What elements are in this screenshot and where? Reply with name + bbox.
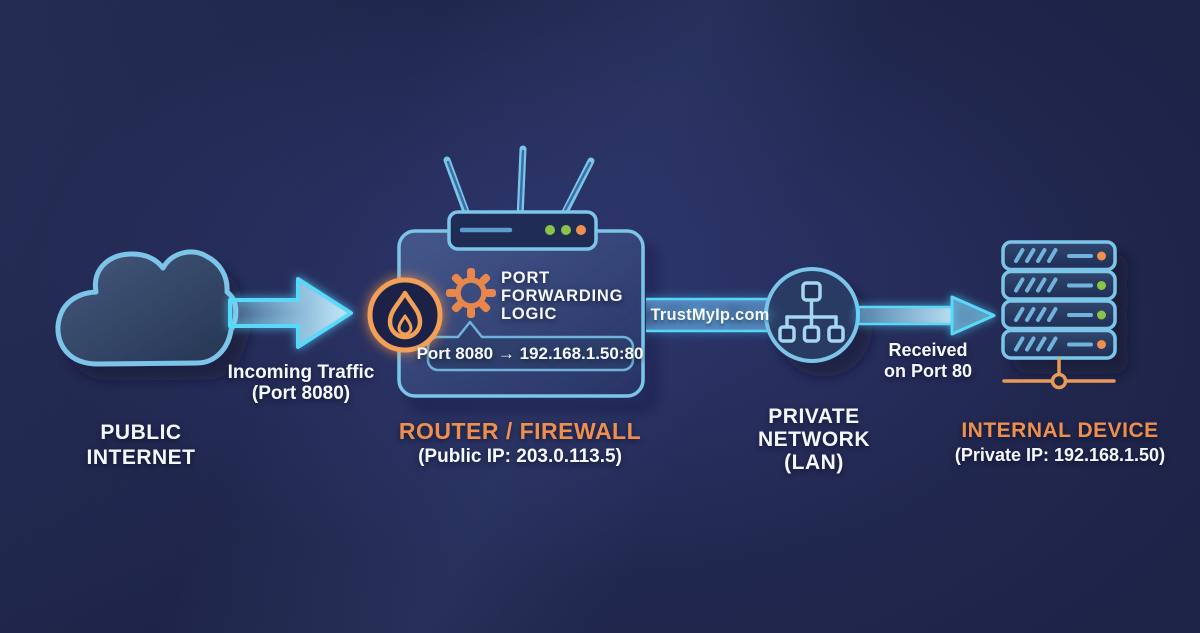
- internal-device-title: INTERNAL DEVICE: [961, 419, 1159, 442]
- router-public-ip: (Public IP: 203.0.113.5): [418, 446, 622, 467]
- server-bay: [1001, 269, 1117, 301]
- led-dot: [1097, 281, 1106, 290]
- cloud-icon: [55, 249, 239, 367]
- arrow-right-icon: [228, 277, 353, 349]
- router-firewall-title: ROUTER / FIREWALL: [398, 418, 642, 444]
- gear-icon: [446, 268, 496, 318]
- antenna-icon: [443, 145, 595, 224]
- led-dot: [561, 225, 571, 235]
- watermark-text: TrustMyIp.com: [650, 306, 770, 324]
- server-bay: [1001, 240, 1117, 272]
- server-stack-icon: [1001, 240, 1117, 360]
- port-mapping-text: Port 8080 → 192.168.1.50:80: [416, 344, 644, 363]
- port-forwarding-logic-label: PORT FORWARDING LOGIC: [501, 269, 624, 323]
- watermark-beam: [646, 297, 772, 333]
- cable-node-icon: [1002, 358, 1116, 390]
- server-bay: [1001, 299, 1117, 331]
- incoming-traffic-label: Incoming Traffic (Port 8080): [227, 362, 375, 404]
- led-dot: [1097, 310, 1106, 320]
- received-on-port-label: Received on Port 80: [883, 340, 973, 381]
- flame-icon: [367, 277, 443, 353]
- lan-tree-icon: [764, 267, 860, 363]
- led-dot: [1097, 340, 1106, 349]
- received-arrow-icon: [856, 295, 996, 336]
- led-dot: [1097, 251, 1106, 261]
- led-dot: [576, 225, 586, 235]
- public-internet-label: PUBLIC INTERNET: [86, 421, 196, 469]
- speech-bubble: [426, 320, 635, 372]
- server-bay: [1001, 328, 1117, 360]
- internal-device-ip: (Private IP: 192.168.1.50): [954, 445, 1166, 465]
- led-dot: [545, 225, 555, 235]
- router-bar-icon: [447, 210, 598, 251]
- private-network-label: PRIVATE NETWORK (LAN): [758, 405, 870, 474]
